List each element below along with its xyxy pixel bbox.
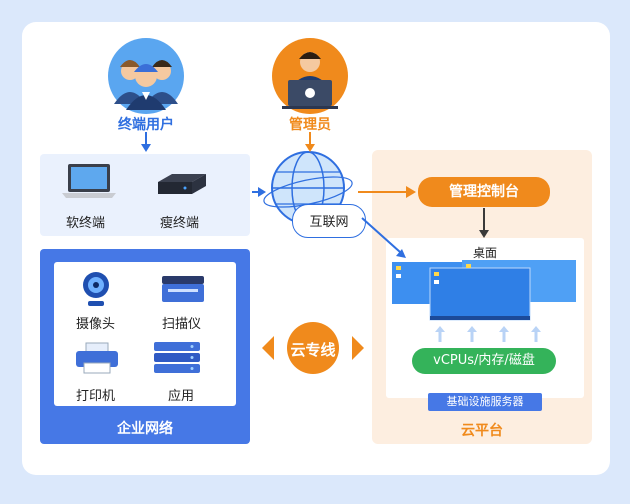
terminal-users-avatar: [108, 38, 184, 114]
scanner-icon: [160, 274, 206, 306]
infra-server-label: 基础设施服务器: [428, 393, 542, 411]
cloud-platform-label: 云平台: [461, 423, 503, 439]
cloud-line-label: 云专线: [290, 341, 336, 359]
printer-icon: [74, 341, 120, 375]
desktop-label: 桌面: [472, 246, 497, 260]
upload-arrows: [420, 325, 550, 343]
internet-label: 互联网: [309, 215, 349, 230]
laptop-icon: [62, 162, 116, 202]
management-console-button[interactable]: 管理控制台: [418, 177, 550, 207]
camera-label: 摄像头: [76, 317, 116, 332]
printer-label: 打印机: [76, 389, 116, 404]
resources-pill: vCPUs/内存/磁盘: [412, 348, 556, 374]
scanner-label: 扫描仪: [162, 317, 202, 332]
internet-cloud: [292, 204, 366, 238]
desktop-screens: [392, 260, 578, 324]
camera-icon: [80, 270, 112, 310]
admin-label: 管理员: [289, 117, 331, 133]
enterprise-network-label: 企业网络: [117, 421, 173, 437]
admin-avatar: [272, 38, 348, 114]
terminal-users-label: 终端用户: [118, 117, 174, 133]
thin-client-icon: [154, 172, 210, 200]
thin-terminal-label: 瘦终端: [160, 216, 200, 231]
application-label: 应用: [168, 389, 195, 404]
soft-terminal-label: 软终端: [66, 216, 106, 231]
cloud-line-icon: [258, 322, 368, 374]
server-rack-icon: [152, 340, 202, 376]
